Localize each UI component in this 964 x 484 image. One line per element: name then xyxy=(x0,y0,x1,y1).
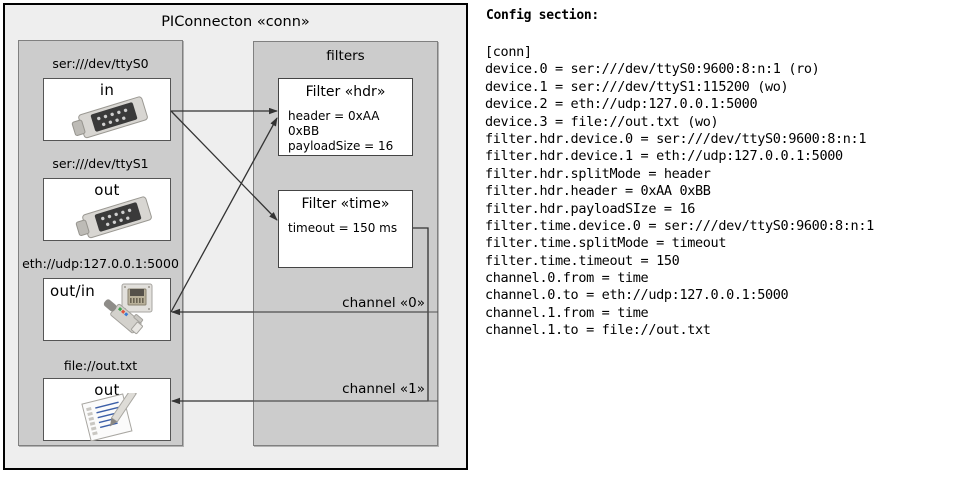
config-line: channel.1.to = file://out.txt xyxy=(485,322,711,339)
device-label-ttyS0: ser:///dev/ttyS0 xyxy=(52,56,149,71)
channel-label-1: channel «1» xyxy=(342,381,425,397)
device-label-ttyS1: ser:///dev/ttyS1 xyxy=(52,156,149,171)
filter-prop: timeout = 150 ms xyxy=(288,221,398,235)
device-io-file: out xyxy=(94,381,120,399)
filter-props-hdr: header = 0xAA 0xBB payloadSize = 16 xyxy=(288,109,412,154)
device-box-ttyS0[interactable]: in xyxy=(43,78,171,141)
config-line: filter.time.device.0 = ser:///dev/ttyS0:… xyxy=(485,217,874,234)
device-io-ttyS0: in xyxy=(99,81,115,99)
filter-props-time: timeout = 150 ms xyxy=(288,221,397,236)
serial-port-icon xyxy=(75,196,152,239)
config-line: filter.hdr.device.1 = eth://udp:127.0.0.… xyxy=(485,148,843,165)
connection-diagram: PIConnecton «conn» ser:///dev/ttyS0 in s… xyxy=(0,0,480,484)
config-line: device.1 = ser:///dev/ttyS1:115200 (wo) xyxy=(485,78,789,95)
config-line: filter.hdr.payloadSIze = 16 xyxy=(485,200,695,217)
config-heading: Config section: xyxy=(486,8,599,23)
config-section: Config section: [conn]device.0 = ser:///… xyxy=(482,0,964,484)
device-io-eth: out/in xyxy=(50,282,96,300)
config-line: filter.hdr.device.0 = ser:///dev/ttyS0:9… xyxy=(485,130,867,147)
text-file-icon xyxy=(81,393,137,441)
filters-panel-title: filters xyxy=(326,48,365,64)
filter-title-time: Filter «time» xyxy=(301,196,390,212)
config-line: device.3 = file://out.txt (wo) xyxy=(485,113,719,130)
config-line: channel.1.from = time xyxy=(485,304,649,321)
connection-title: PIConnecton «conn» xyxy=(161,14,310,30)
config-line: filter.hdr.splitMode = header xyxy=(485,165,711,182)
device-box-ttyS1[interactable]: out xyxy=(43,178,171,241)
filter-title-hdr: Filter «hdr» xyxy=(305,84,386,100)
config-line: channel.0.to = eth://udp:127.0.0.1:5000 xyxy=(485,287,789,304)
config-line: [conn] xyxy=(485,44,532,60)
filter-prop: payloadSize = 16 xyxy=(288,139,394,153)
config-line: device.2 = eth://udp:127.0.0.1:5000 xyxy=(485,96,758,113)
channel-label-0: channel «0» xyxy=(342,295,425,311)
config-line: filter.time.timeout = 150 xyxy=(485,252,680,269)
config-line: channel.0.from = time xyxy=(485,270,649,287)
device-box-file[interactable]: out xyxy=(43,378,171,441)
filter-box-hdr[interactable]: Filter «hdr» header = 0xAA 0xBB payloadS… xyxy=(278,78,413,156)
device-label-file: file://out.txt xyxy=(63,358,138,373)
device-box-eth[interactable]: out/in xyxy=(43,278,171,341)
config-line: device.0 = ser:///dev/ttyS0:9600:8:n:1 (… xyxy=(485,61,820,78)
ethernet-jack-icon xyxy=(103,283,153,335)
config-text: [conn]device.0 = ser:///dev/ttyS0:9600:8… xyxy=(485,44,874,340)
config-line: filter.hdr.header = 0xAA 0xBB xyxy=(485,183,711,200)
serial-port-icon xyxy=(71,96,148,139)
device-io-ttyS1: out xyxy=(94,181,120,199)
filter-prop: header = 0xAA 0xBB xyxy=(288,109,380,138)
filter-box-time[interactable]: Filter «time» timeout = 150 ms xyxy=(278,190,413,268)
device-label-eth: eth://udp:127.0.0.1:5000 xyxy=(22,256,179,271)
config-line: filter.time.splitMode = timeout xyxy=(485,235,727,252)
